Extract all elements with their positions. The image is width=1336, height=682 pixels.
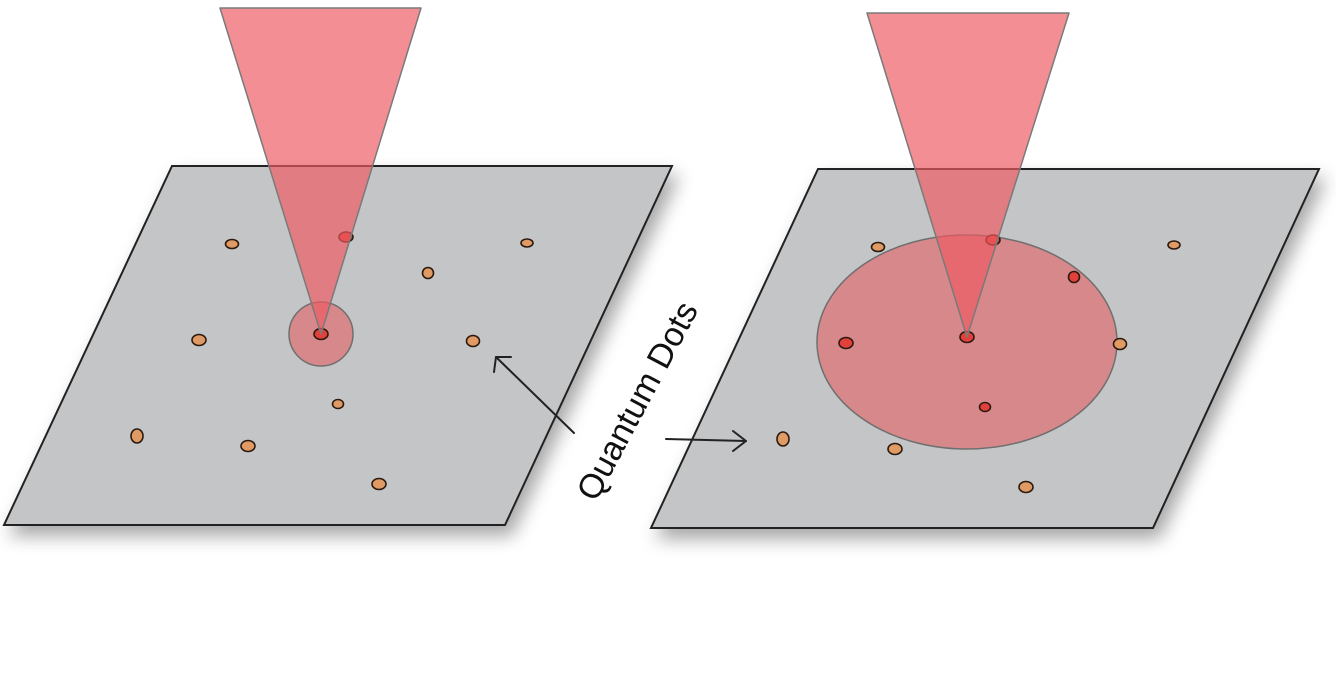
quantum-dot-excited xyxy=(838,336,854,350)
quantum-dot xyxy=(887,442,903,456)
arrow-to-left-dot xyxy=(493,356,575,434)
quantum-dot xyxy=(870,241,886,253)
quantum-dot xyxy=(776,431,790,447)
quantum-dot xyxy=(1167,240,1181,250)
quantum-dot xyxy=(331,398,345,410)
quantum-dot xyxy=(421,266,435,280)
quantum-dot xyxy=(191,333,207,347)
quantum-dot xyxy=(520,238,534,248)
laser-beam-right xyxy=(866,12,1070,338)
quantum-dot xyxy=(1018,480,1034,494)
quantum-dot xyxy=(224,238,240,250)
large-excitation-panel xyxy=(649,12,1321,529)
quantum-dot xyxy=(240,439,256,453)
small-excitation-panel xyxy=(2,7,674,526)
quantum-dot xyxy=(465,334,481,348)
quantum-dot-excited xyxy=(978,401,992,413)
arrow-to-right-dot xyxy=(665,430,747,452)
quantum-dot-excited xyxy=(1067,270,1081,284)
quantum-dot xyxy=(371,477,387,491)
laser-beam-left xyxy=(219,7,422,335)
quantum-dot xyxy=(130,428,144,444)
quantum-dot xyxy=(1112,337,1128,351)
